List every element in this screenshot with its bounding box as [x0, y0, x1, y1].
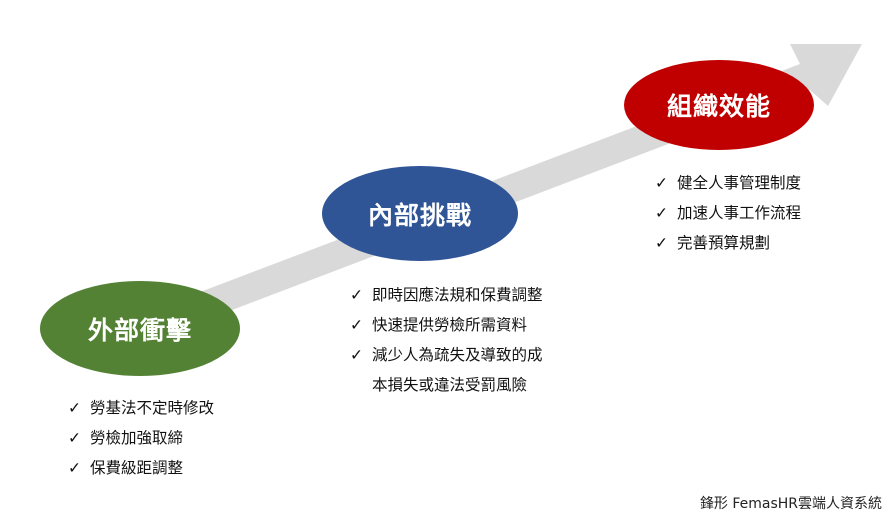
list-item: ✓ 完善預算規劃: [655, 228, 801, 258]
internal-challenge-list: ✓ 即時因應法規和保費調整 ✓ 快速提供勞檢所需資料 ✓ 減少人為疏失及導致的成 本損…: [350, 280, 543, 400]
item-text: 勞基法不定時修改: [90, 399, 215, 417]
list-item: ✓ 加速人事工作流程: [655, 198, 801, 228]
stage-external-impact: 外部衝擊: [40, 281, 240, 376]
list-item: ✓ 健全人事管理制度: [655, 168, 801, 198]
list-item: ✓ 快速提供勞檢所需資料: [350, 310, 543, 340]
check-icon: ✓: [350, 316, 363, 334]
check-icon: ✓: [68, 399, 81, 417]
check-icon: ✓: [68, 429, 81, 447]
item-text: 減少人為疏失及導致的成: [372, 346, 543, 364]
item-text: 完善預算規劃: [677, 234, 771, 252]
check-icon: ✓: [655, 174, 668, 192]
check-icon: ✓: [350, 286, 363, 304]
check-icon: ✓: [68, 459, 81, 477]
item-text: 保費級距調整: [90, 459, 184, 477]
stage-title: 組織效能: [666, 92, 771, 121]
item-text: 勞檢加強取締: [90, 429, 184, 447]
stage-internal-challenge: 內部挑戰: [322, 166, 518, 261]
org-efficiency-list: ✓ 健全人事管理制度 ✓ 加速人事工作流程 ✓ 完善預算規劃: [655, 168, 801, 258]
check-icon: ✓: [655, 234, 668, 252]
item-text: 快速提供勞檢所需資料: [372, 316, 528, 334]
stage-title: 外部衝擊: [87, 315, 192, 345]
list-item-continuation: 本損失或違法受罰風險: [372, 376, 528, 394]
list-item: ✓ 保費級距調整: [68, 453, 214, 483]
list-item: ✓ 勞檢加強取締: [68, 423, 214, 453]
external-impact-list: ✓ 勞基法不定時修改 ✓ 勞檢加強取締 ✓ 保費級距調整: [68, 393, 214, 483]
check-icon: ✓: [655, 204, 668, 222]
list-item: ✓ 即時因應法規和保費調整: [350, 280, 543, 310]
list-item: ✓ 減少人為疏失及導致的成: [350, 340, 543, 370]
item-text: 即時因應法規和保費調整: [372, 286, 543, 304]
check-icon: ✓: [350, 346, 363, 364]
list-item: ✓ 勞基法不定時修改: [68, 393, 214, 423]
stage-title: 內部挑戰: [367, 200, 472, 230]
stage-org-efficiency: 組織效能: [624, 60, 814, 150]
footer-credit: 鋒形 FemasHR雲端人資系統: [699, 496, 882, 512]
item-text: 健全人事管理制度: [677, 174, 802, 192]
item-text: 加速人事工作流程: [677, 204, 802, 222]
